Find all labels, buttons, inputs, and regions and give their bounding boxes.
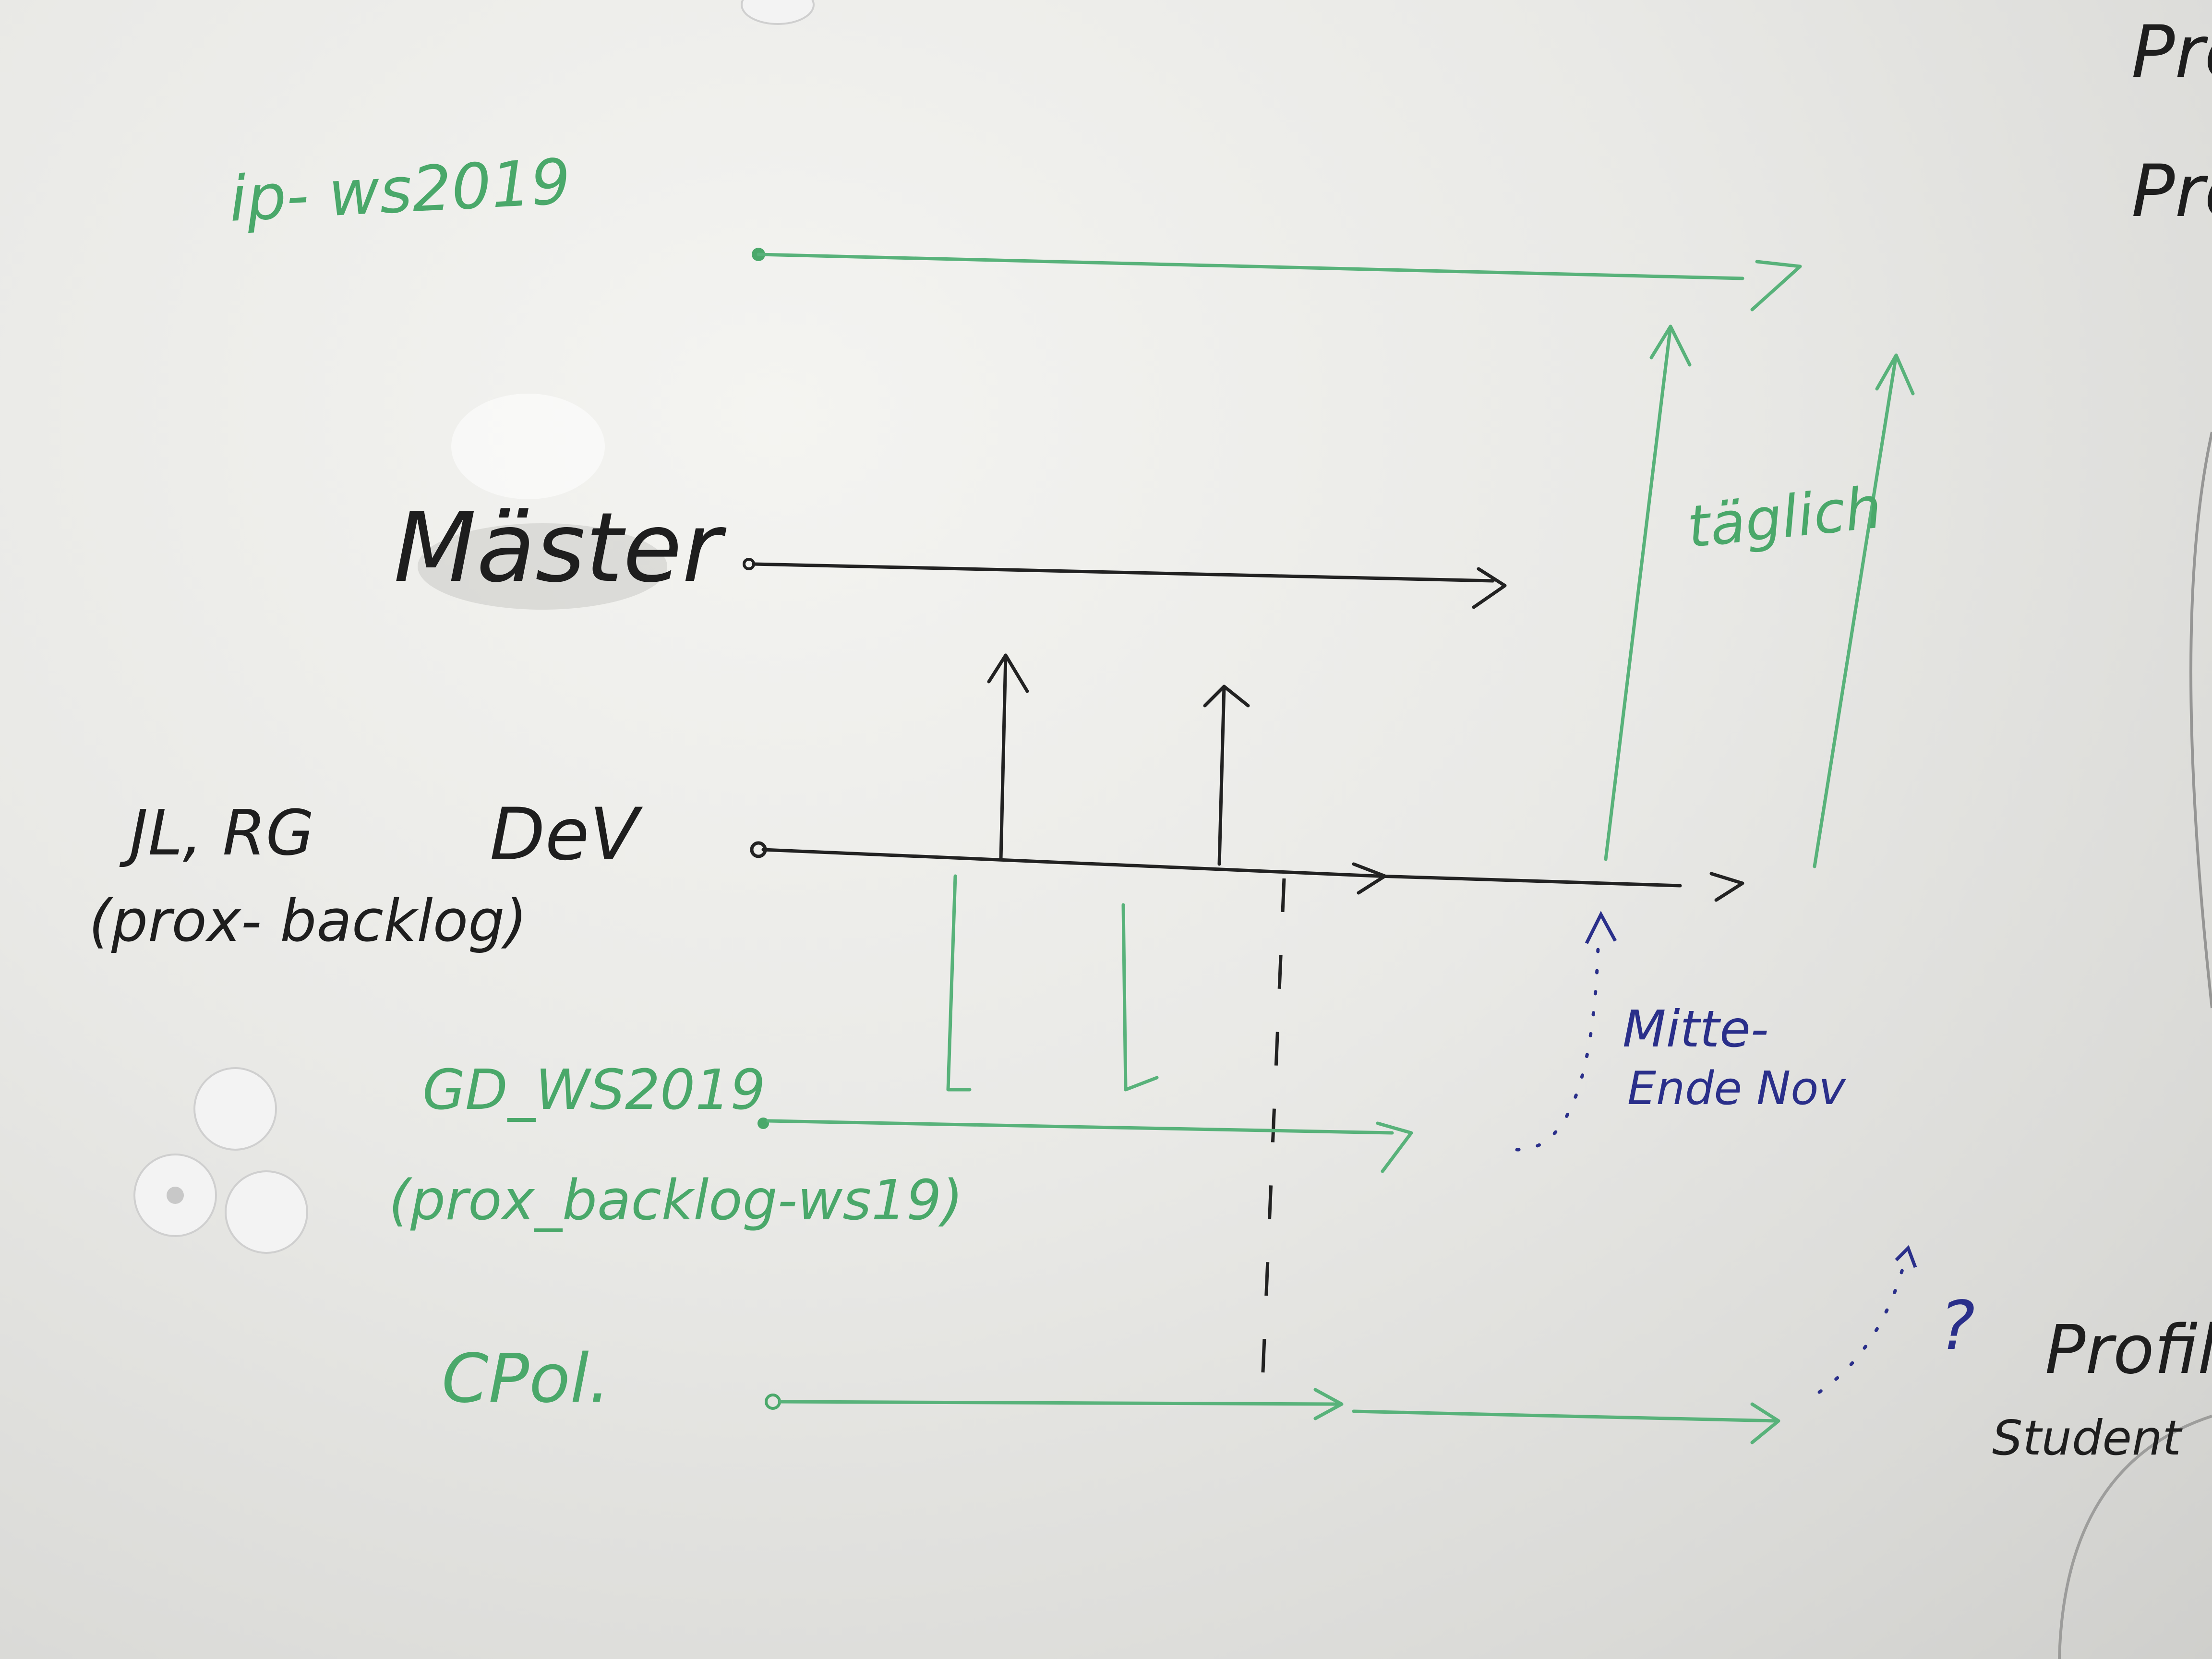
cpol-to-profil-dotted-arrow xyxy=(1817,1256,1908,1394)
cpol-arrowhead-2 xyxy=(1750,1402,1780,1444)
ip-branch-line xyxy=(757,252,1744,280)
magnet-3 xyxy=(225,1170,308,1254)
dev-line xyxy=(761,848,1682,888)
board-smudge xyxy=(418,523,667,610)
label-dev: DeV xyxy=(490,793,643,877)
right-up-arrow xyxy=(1813,353,1898,868)
cpol-to-profil-dotted-arrowhead xyxy=(1895,1245,1917,1268)
board-corner-curve-bottom xyxy=(2058,1415,2212,1659)
cpol-line-1 xyxy=(778,1400,1341,1406)
right-up-arrowhead xyxy=(1875,353,1915,396)
magnet-1 xyxy=(193,1067,277,1151)
dev-to-ip-arrowhead xyxy=(1649,325,1692,367)
label-edge-top-2: Pro xyxy=(2131,150,2212,233)
dev-to-master-arrowhead-2 xyxy=(1203,685,1250,708)
label-mid-end-nov-line1: Mitte- xyxy=(1623,1000,1769,1058)
magnet-center xyxy=(167,1187,184,1204)
label-mid-end-nov-line2: Ende Nov xyxy=(1627,1062,1846,1115)
magnet-top xyxy=(741,0,815,25)
label-master: Mäster xyxy=(394,492,727,604)
cpol-arrowhead-1 xyxy=(1313,1388,1344,1420)
dev-to-master-arrow-2 xyxy=(1217,685,1226,866)
gd-to-dev-dotted-arrowhead xyxy=(1585,911,1617,944)
gd-branch-arrowhead xyxy=(1376,1121,1413,1173)
gd-to-dev-dotted-arrow xyxy=(1515,929,1600,1152)
dev-to-master-arrowhead-1 xyxy=(987,653,1029,693)
gd-branch-line xyxy=(766,1119,1394,1135)
label-student: Student xyxy=(1992,1410,2183,1466)
master-line xyxy=(752,562,1495,583)
ip-branch-arrowhead xyxy=(1750,260,1802,312)
dev-to-ip-arrow xyxy=(1604,325,1672,861)
dev-mid-arrowhead xyxy=(1352,862,1387,895)
dev-end-arrowhead xyxy=(1709,872,1744,902)
label-edge-top-1: Pro xyxy=(2131,11,2212,94)
label-ip-ws2019: ip- ws2019 xyxy=(228,145,573,236)
label-gd-repo: (prox_backlog-ws19) xyxy=(389,1168,963,1233)
board-glare xyxy=(451,394,605,499)
board-corner-curve xyxy=(2189,432,2212,1009)
label-dev-people: JL, RG xyxy=(119,796,314,869)
gd-start-dot xyxy=(757,1118,769,1129)
cpol-start-dot xyxy=(765,1394,781,1410)
label-question-mark: ? xyxy=(1939,1287,1975,1365)
label-gd-ws2019: GD_WS2019 xyxy=(422,1058,766,1122)
label-dev-repo: (prox- backlog) xyxy=(89,888,527,955)
dev-to-gd-arrow-2 xyxy=(1121,903,1159,1092)
label-daily: täglich xyxy=(1684,474,1885,561)
cpol-line-2 xyxy=(1352,1409,1778,1423)
dev-to-master-arrow-1 xyxy=(999,653,1008,861)
label-cpol: CPol. xyxy=(442,1340,610,1418)
label-profil: Profil xyxy=(2045,1311,2212,1389)
master-arrowhead xyxy=(1472,567,1507,609)
dev-to-gd-arrow-1 xyxy=(946,874,972,1092)
